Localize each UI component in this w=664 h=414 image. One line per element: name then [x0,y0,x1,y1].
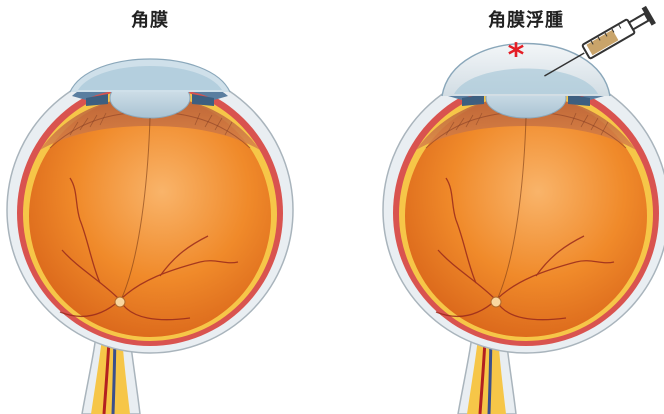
edema-marker: * [508,36,525,74]
eye-normal [7,59,293,414]
eye-edema [383,44,664,414]
